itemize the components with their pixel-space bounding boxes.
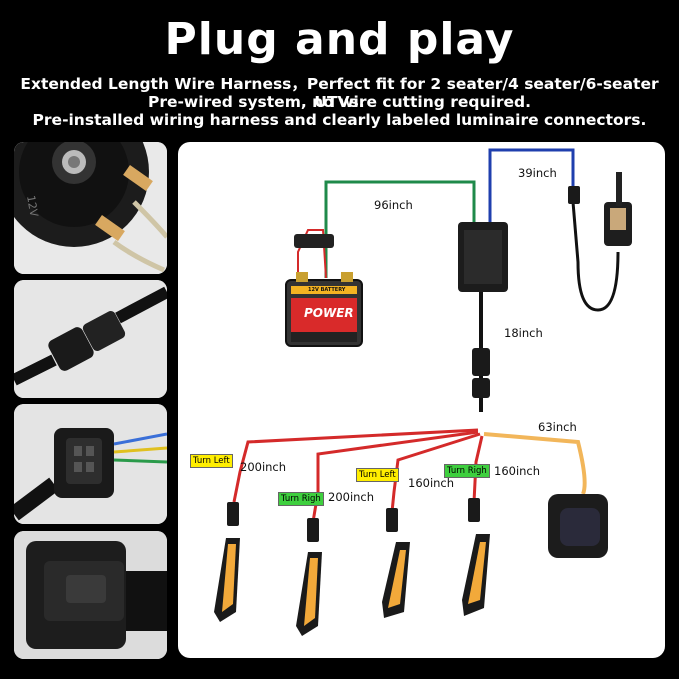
horn-wire-length: 63inch: [538, 420, 577, 434]
tag-turn-right-1: Turn Righ: [278, 492, 324, 506]
wiring-diagram: [214, 148, 632, 636]
tag-turn-left-2: Turn Left: [356, 468, 399, 482]
led-lamp-2: [296, 552, 322, 636]
battery-main-label: POWER: [304, 306, 354, 320]
main-plug-image: [14, 531, 167, 659]
page-title: Plug and play: [164, 14, 515, 65]
horn: [548, 494, 608, 558]
subtitle-line-2: Pre-wired system, no wire cutting requir…: [147, 93, 532, 111]
subtitle-line-3: Pre-installed wiring harness and clearly…: [32, 111, 647, 129]
waterproof-connector-image: [14, 280, 167, 398]
right-front-length: 200inch: [328, 490, 375, 504]
left-rear-length: 160inch: [408, 476, 455, 490]
thumbnail-horn: 12V: [14, 142, 167, 274]
trunk-wire-length: 18inch: [504, 326, 543, 340]
battery-wire-length: 96inch: [374, 198, 413, 212]
battery-top-label: 12V BATTERY: [308, 287, 346, 293]
horn-closeup-image: 12V: [14, 142, 167, 274]
wiring-diagram-panel: 96inch 39inch 18inch 63inch 200inch 200i…: [178, 142, 665, 658]
thumbnail-main-plug: [14, 531, 167, 659]
thumbnail-connector: [14, 280, 167, 398]
right-rear-length: 160inch: [494, 464, 541, 478]
thumbnail-4pin: [14, 404, 167, 524]
left-front-length: 200inch: [240, 460, 287, 474]
four-pin-connector-image: [14, 404, 167, 524]
led-lamp-3: [382, 542, 410, 618]
tag-turn-right-2: Turn Righ: [444, 464, 490, 478]
tag-turn-left-1: Turn Left: [190, 454, 233, 468]
led-lamp-4: [462, 534, 490, 616]
subtitle-line-1: Extended Length Wire Harness，Perfect fit…: [20, 75, 659, 111]
led-lamp-1: [214, 538, 240, 622]
svg-text:12V: 12V: [24, 194, 41, 218]
switch-wire-length: 39inch: [518, 166, 557, 180]
